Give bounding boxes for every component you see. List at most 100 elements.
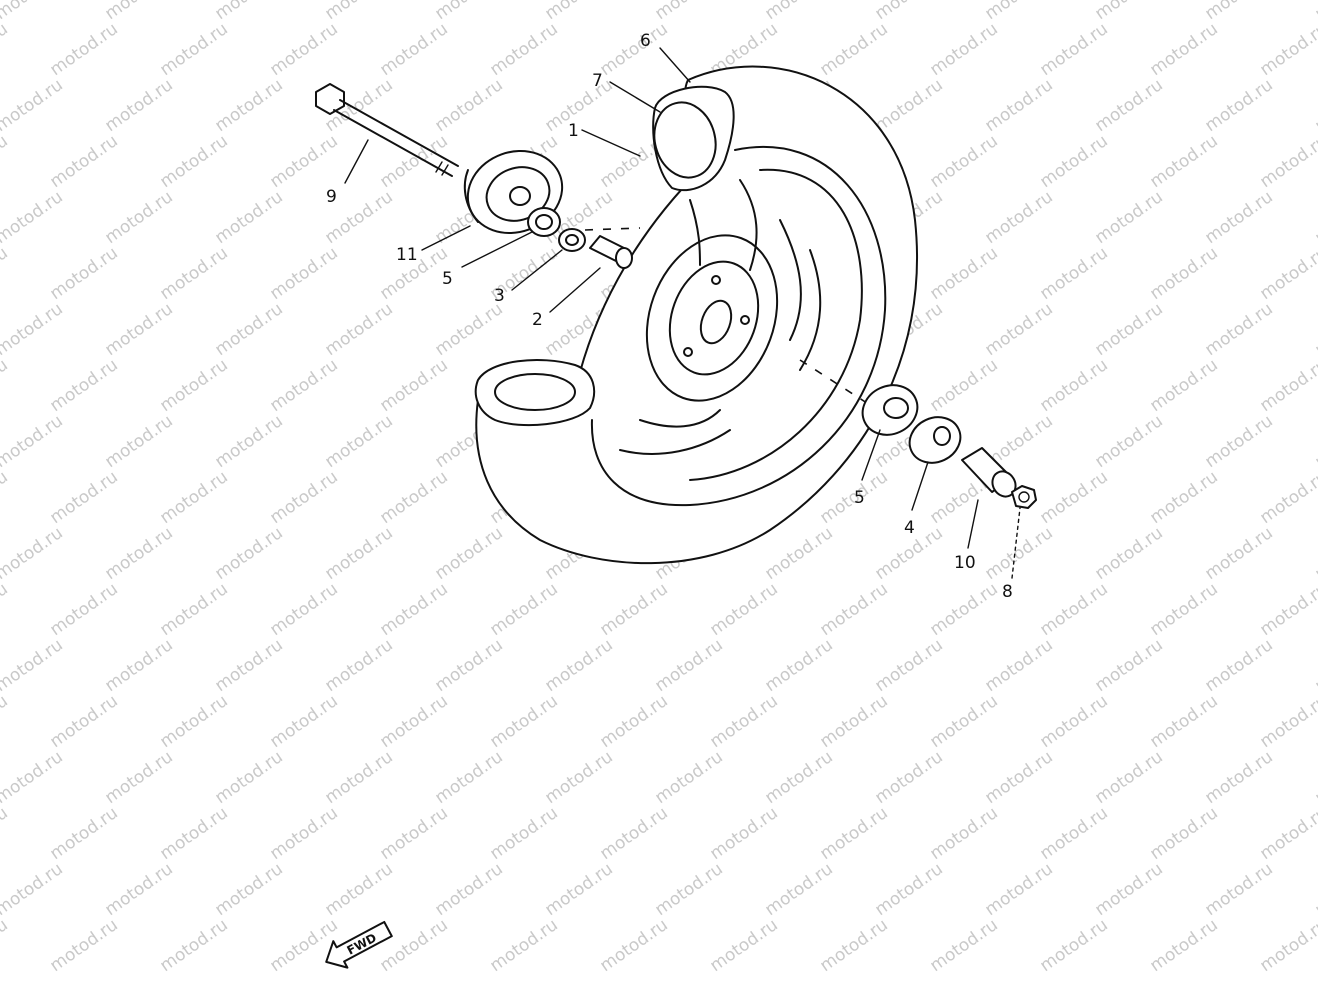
spoke-lower [619,409,731,455]
callout-8: 8 [1002,582,1013,602]
callout-11: 11 [396,245,418,265]
callout-4: 4 [904,518,915,538]
watermark-text: motod.ru [0,579,12,640]
watermark-text: motod.ru [376,19,451,80]
watermark-text: motod.ru [156,131,231,192]
watermark-text: motod.ru [1091,859,1166,920]
part-collar [908,416,962,464]
watermark-text: motod.ru [1201,299,1276,360]
watermark-text: motod.ru [1146,467,1221,528]
watermark-text: motod.ru [1201,523,1276,584]
watermark-text: motod.ru [266,579,341,640]
watermark-text: motod.ru [0,467,12,528]
watermark-text: motod.ru [156,579,231,640]
watermark-text: motod.ru [541,0,616,24]
watermark-text: motod.ru [596,691,671,752]
watermark-text: motod.ru [0,803,12,864]
watermark-text: motod.ru [1256,915,1318,976]
watermark-text: motod.ru [211,523,286,584]
callout-2: 2 [532,310,543,330]
watermark-text: motod.ru [1146,691,1221,752]
watermark-text: motod.ru [156,19,231,80]
watermark-text: motod.ru [1201,747,1276,808]
watermark-text: motod.ru [1311,747,1318,808]
watermark-text: motod.ru [431,859,506,920]
watermark-text: motod.ru [761,523,836,584]
watermark-text: motod.ru [1146,355,1221,416]
watermark-text: motod.ru [266,355,341,416]
watermark-text: motod.ru [926,355,1001,416]
watermark-text: motod.ru [651,747,726,808]
watermark-text: motod.ru [321,0,396,24]
watermark-text: motod.ru [926,19,1001,80]
watermark-text: motod.ru [0,747,67,808]
watermark-text: motod.ru [706,691,781,752]
watermark-text: motod.ru [761,747,836,808]
spoke-upper [689,179,758,271]
callout-9: 9 [326,187,337,207]
axle-centerline-right [799,359,871,406]
watermark-text: motod.ru [321,411,396,472]
callouts: 6 7 1 9 11 5 3 2 5 4 10 8 [326,31,1013,602]
callout-6: 6 [640,31,651,51]
watermark-text: motod.ru [266,19,341,80]
watermark-text: motod.ru [156,355,231,416]
watermark-text: motod.ru [706,579,781,640]
callout-5-right: 5 [854,488,865,508]
watermark-text: motod.ru [926,915,1001,976]
watermark-text: motod.ru [376,355,451,416]
watermark-text: motod.ru [101,299,176,360]
watermark-text: motod.ru [376,803,451,864]
part-spacer-right [961,447,1017,498]
watermark-text: motod.ru [981,747,1056,808]
hub-bore [699,299,733,345]
watermark-text: motod.ru [1311,75,1318,136]
watermark-text: motod.ru [486,803,561,864]
watermark-text: motod.ru [1091,411,1166,472]
watermark-text: motod.ru [541,75,616,136]
watermark-text: motod.ru [541,635,616,696]
watermark-text: motod.ru [431,635,506,696]
watermark-text: motod.ru [1036,355,1111,416]
leader-lines [344,47,1021,579]
watermark-text: motod.ru [46,691,121,752]
watermark-text: motod.ru [431,523,506,584]
watermark-text: motod.ru [1146,19,1221,80]
watermark-text: motod.ru [1256,19,1318,80]
watermark-text: motod.ru [596,915,671,976]
watermark-text: motod.ru [926,243,1001,304]
watermark-text: motod.ru [1091,0,1166,24]
watermark-text: motod.ru [1091,187,1166,248]
rim-inner [689,168,863,481]
watermark-text: motod.ru [926,691,1001,752]
watermark-text: motod.ru [1036,467,1111,528]
watermark-text: motod.ru [1146,243,1221,304]
watermark-text: motod.ru [1256,131,1318,192]
callout-1: 1 [568,121,579,141]
watermark-text: motod.ru [816,915,891,976]
watermark-text: motod.ru [1201,411,1276,472]
watermark-text: motod.ru [156,243,231,304]
watermark-text: motod.ru [211,635,286,696]
watermark-text: motod.ru [211,0,286,24]
watermark-text: motod.ru [266,803,341,864]
watermark-text: motod.ru [0,131,12,192]
hub-bolt-hole-2 [740,315,750,325]
watermark-text: motod.ru [0,355,12,416]
watermark-text: motod.ru [321,635,396,696]
watermark-text: motod.ru [211,747,286,808]
watermark-text: motod.ru [0,635,67,696]
wheel-assembly [474,65,919,565]
watermark-text: motod.ru [321,299,396,360]
watermark-text: motod.ru [761,859,836,920]
watermark-text: motod.ru [0,523,67,584]
watermark-text: motod.ru [266,243,341,304]
watermark-text: motod.ru [1256,691,1318,752]
watermark-text: motod.ru [211,299,286,360]
hub-bolt-hole-1 [711,275,721,285]
watermark-text: motod.ru [1256,467,1318,528]
watermark-text: motod.ru [321,747,396,808]
watermark-text: motod.ru [211,411,286,472]
watermark-text: motod.ru [1201,0,1276,24]
watermark-text: motod.ru [211,75,286,136]
